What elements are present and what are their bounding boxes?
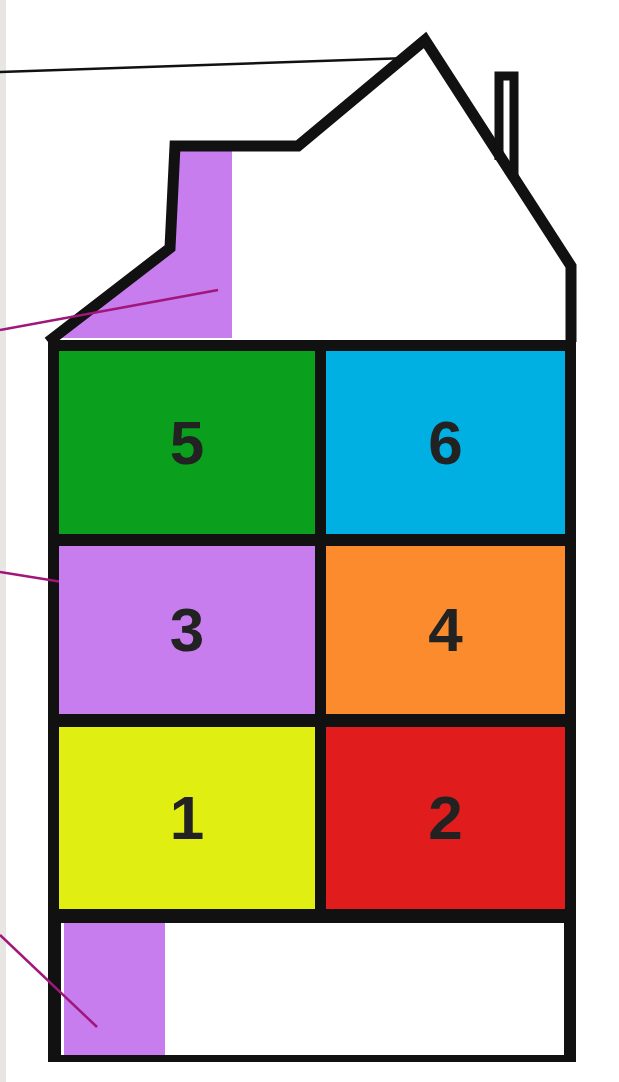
roof-outline bbox=[48, 40, 571, 342]
chimney bbox=[499, 76, 514, 180]
room-number: 1 bbox=[170, 787, 204, 849]
numbered-room: 5 bbox=[59, 351, 315, 534]
numbered-room: 3 bbox=[59, 546, 315, 714]
room-number: 3 bbox=[170, 599, 204, 661]
page-edge bbox=[0, 0, 6, 1082]
basement bbox=[61, 923, 564, 1055]
numbered-room: 1 bbox=[59, 727, 315, 909]
numbered-room: 4 bbox=[326, 546, 565, 714]
leader-line bbox=[0, 58, 408, 72]
leader-line bbox=[0, 935, 97, 1027]
room-number: 4 bbox=[428, 599, 462, 661]
room-number: 2 bbox=[428, 787, 462, 849]
room-number: 6 bbox=[428, 412, 462, 474]
numbered-room: 2 bbox=[326, 727, 565, 909]
numbered-room: 6 bbox=[326, 351, 565, 534]
house-frame bbox=[48, 340, 576, 1062]
basement-purple-strip bbox=[64, 923, 165, 1055]
leader-line bbox=[0, 290, 218, 330]
room-number: 5 bbox=[170, 412, 204, 474]
